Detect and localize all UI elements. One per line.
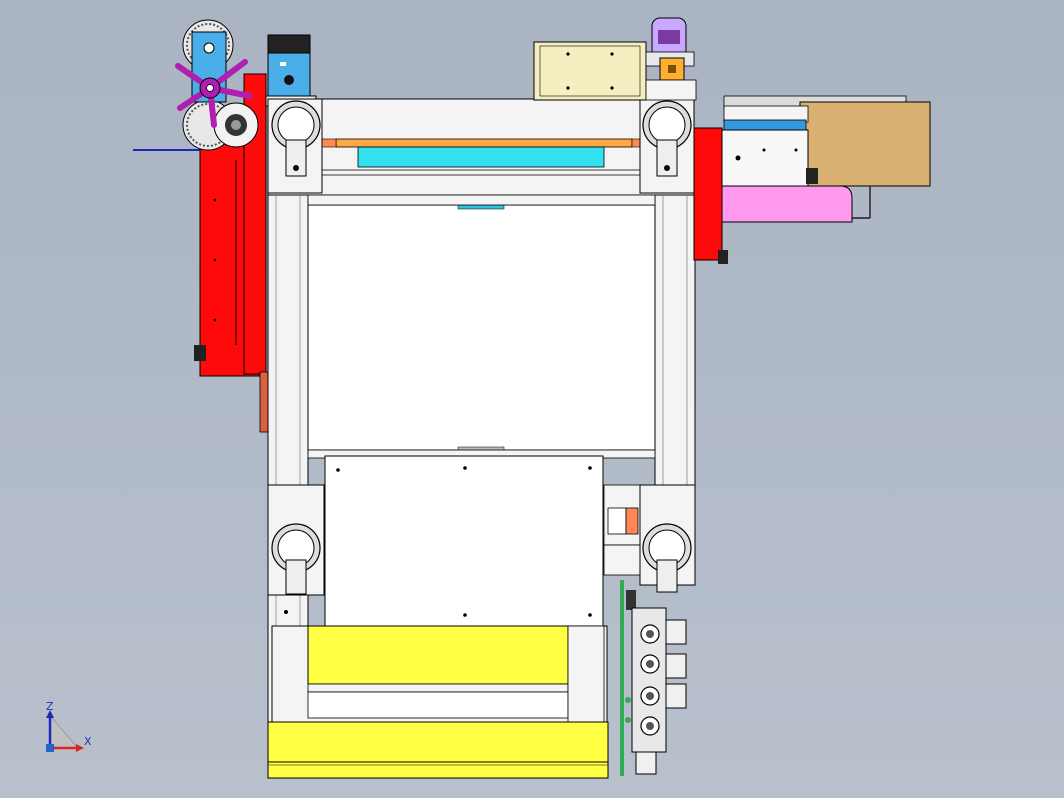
caster-top-left: [267, 98, 323, 194]
cream-box: [533, 41, 647, 101]
caster-bottom-left: [267, 484, 325, 614]
valve-stack: [620, 580, 687, 776]
axis-triad: Z X: [46, 700, 92, 752]
motor-box: [265, 34, 317, 107]
tan-box: [721, 95, 931, 223]
right-red-plate: [693, 127, 728, 264]
lower-frame: [267, 625, 609, 779]
left-red-plate: [194, 73, 271, 433]
cover-panel: [324, 455, 604, 627]
caster-top-right: [639, 98, 695, 194]
sensor-head: [645, 17, 697, 101]
handwheel-assembly: [175, 19, 259, 151]
z-axis-label: Z: [46, 700, 54, 713]
x-axis-label: X: [84, 735, 92, 748]
caster-bottom-right: [639, 484, 696, 593]
